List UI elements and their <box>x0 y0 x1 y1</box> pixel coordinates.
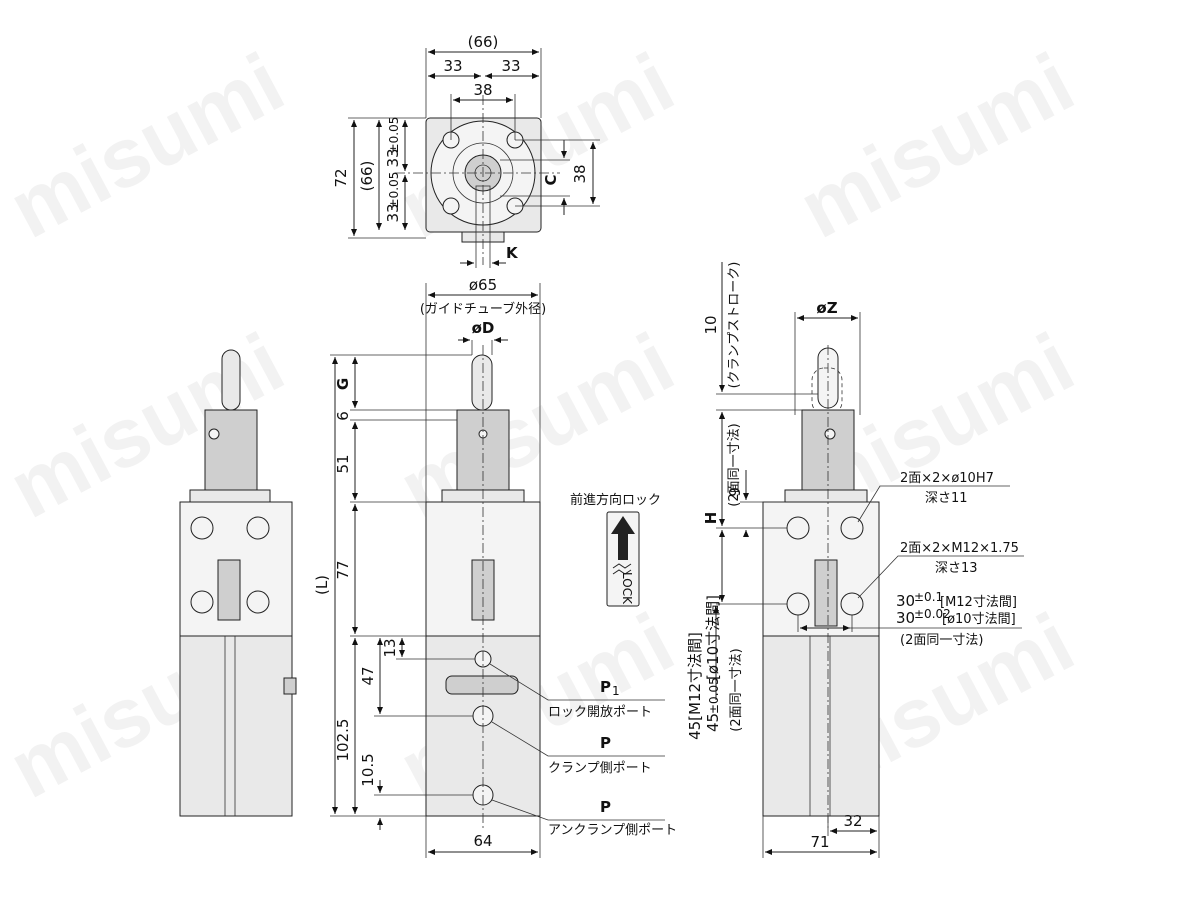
lock-note-title: 前進方向ロック <box>570 492 661 508</box>
dim-32: 32 <box>843 812 862 830</box>
left-view-lock-indicator <box>217 559 241 621</box>
left-view-hole <box>190 590 214 614</box>
dim-13: 13 <box>381 638 399 657</box>
dim-H: H <box>702 512 720 525</box>
right-view-hole <box>786 516 810 540</box>
dim-71: 71 <box>810 833 829 851</box>
right-view-lock-indicator <box>814 559 838 627</box>
front-view: ø65 (ガイドチューブ外径) øD G 6 51 77 (L) 102.5 1… <box>313 276 546 858</box>
left-view-hole <box>246 590 270 614</box>
port-p1-code: P <box>600 678 611 696</box>
right-view-pin <box>824 428 836 440</box>
hole2-line1: 2面×2×M12×1.75 <box>900 541 1019 556</box>
dim-height-66: (66) <box>358 161 376 192</box>
dim-height-72: 72 <box>332 168 350 187</box>
left-view-hole <box>190 516 214 540</box>
watermark: misumi <box>0 35 298 256</box>
lock-badge-text: LOCK <box>620 572 634 605</box>
dim-half-bottom: 33 <box>384 203 402 222</box>
dim-30a: 30 <box>896 592 915 610</box>
dim-hole-pitch: 38 <box>473 81 492 99</box>
left-view-rod-tip <box>221 349 241 411</box>
dim-45a: 45[M12寸法間] <box>686 632 704 740</box>
stroke-note: (クランプストローク) <box>727 262 742 389</box>
port-p1-label: ロック開放ポート <box>548 705 652 720</box>
left-view-top-cap <box>189 489 271 503</box>
left-view-port <box>283 677 297 695</box>
dim-30a-tol: ±0.1 <box>914 590 943 604</box>
mount-hole <box>442 197 460 215</box>
right-view-stroke-ghost <box>811 367 843 415</box>
dim-rod-dia: øD <box>472 319 495 337</box>
left-view-rod-cover <box>204 409 258 491</box>
dim-45-same: (2面同一寸法) <box>729 648 744 731</box>
dim-6: 6 <box>334 411 352 421</box>
left-view-pin <box>208 428 220 440</box>
port-p-unclamp-code: P <box>600 798 611 816</box>
right-view-hole <box>786 592 810 616</box>
dim-width-66: (66) <box>468 33 499 51</box>
dim-half-right: 33 <box>501 57 520 75</box>
dim-9: 9 <box>726 487 744 497</box>
dim-half-bottom-tol: ±0.05 <box>387 172 401 209</box>
dim-half-top-tol: ±0.05 <box>387 117 401 154</box>
dim-K: K <box>506 244 519 262</box>
dim-45b-note: [ø10寸法間] <box>704 595 722 680</box>
left-view-cylinder <box>179 635 293 817</box>
dim-30b: 30 <box>896 609 915 627</box>
lock-note: 前進方向ロック LOCK <box>570 492 661 607</box>
hole2-line2: 深さ13 <box>935 561 978 576</box>
dim-C: C <box>542 174 560 185</box>
port-p1-sub: 1 <box>612 684 620 698</box>
right-view: øZ 10 (クランプストローク) H (2面同一寸法) 9 45[M12寸法間… <box>686 262 1024 858</box>
front-view-rod-tip <box>471 354 493 411</box>
left-view-hole <box>246 516 270 540</box>
dim-10-5: 10.5 <box>359 753 377 786</box>
left-view <box>179 349 297 817</box>
watermark: misumi <box>784 35 1088 256</box>
right-view-hole <box>840 516 864 540</box>
dim-51: 51 <box>334 454 352 473</box>
dim-30b-note: [ø10寸法間] <box>942 612 1016 627</box>
hole1-line2: 深さ11 <box>925 491 968 506</box>
dim-30b-tol: ±0.02 <box>914 607 951 621</box>
dim-L: (L) <box>313 575 331 595</box>
dim-half-left: 33 <box>443 57 462 75</box>
H-note: (2面同一寸法) <box>727 423 742 506</box>
front-view-port-block <box>445 675 519 695</box>
dim-102-5: 102.5 <box>334 719 352 762</box>
dim-right-38: 38 <box>571 164 589 183</box>
dim-45b-tol: ±0.05 <box>707 677 721 714</box>
dim-30a-note: [M12寸法間] <box>940 595 1017 610</box>
dim-Z: øZ <box>816 299 837 317</box>
dim-47: 47 <box>359 666 377 685</box>
right-view-top-cap <box>784 489 868 503</box>
dim-45b: 45 <box>704 713 722 732</box>
top-view: (66) 33 33 38 72 (66) 33 ±0.05 33 ±0.05 <box>332 33 600 268</box>
port-p-clamp-code: P <box>600 734 611 752</box>
dim-77: 77 <box>334 560 352 579</box>
arrow-up-icon <box>611 516 635 560</box>
dim-half-top: 33 <box>384 148 402 167</box>
port-p-clamp-label: クランプ側ポート <box>548 761 652 776</box>
spring-icon <box>612 563 632 575</box>
watermark-group: misumi misumi misumi misumi misumi misum… <box>0 35 1088 816</box>
dim-guide-dia: ø65 <box>469 276 497 294</box>
same-note: (2面同一寸法) <box>900 633 983 648</box>
dim-width-64: 64 <box>473 832 492 850</box>
dim-G: G <box>334 378 352 390</box>
hole1-line1: 2面×2×ø10H7 <box>900 471 994 486</box>
port-callouts: P 1 ロック開放ポート P クランプ側ポート P アンクランプ側ポート <box>489 663 677 838</box>
port-p-unclamp-label: アンクランプ側ポート <box>548 823 677 838</box>
guide-note: (ガイドチューブ外径) <box>420 301 546 317</box>
dim-stroke: 10 <box>702 315 720 334</box>
right-view-cylinder <box>762 635 880 817</box>
